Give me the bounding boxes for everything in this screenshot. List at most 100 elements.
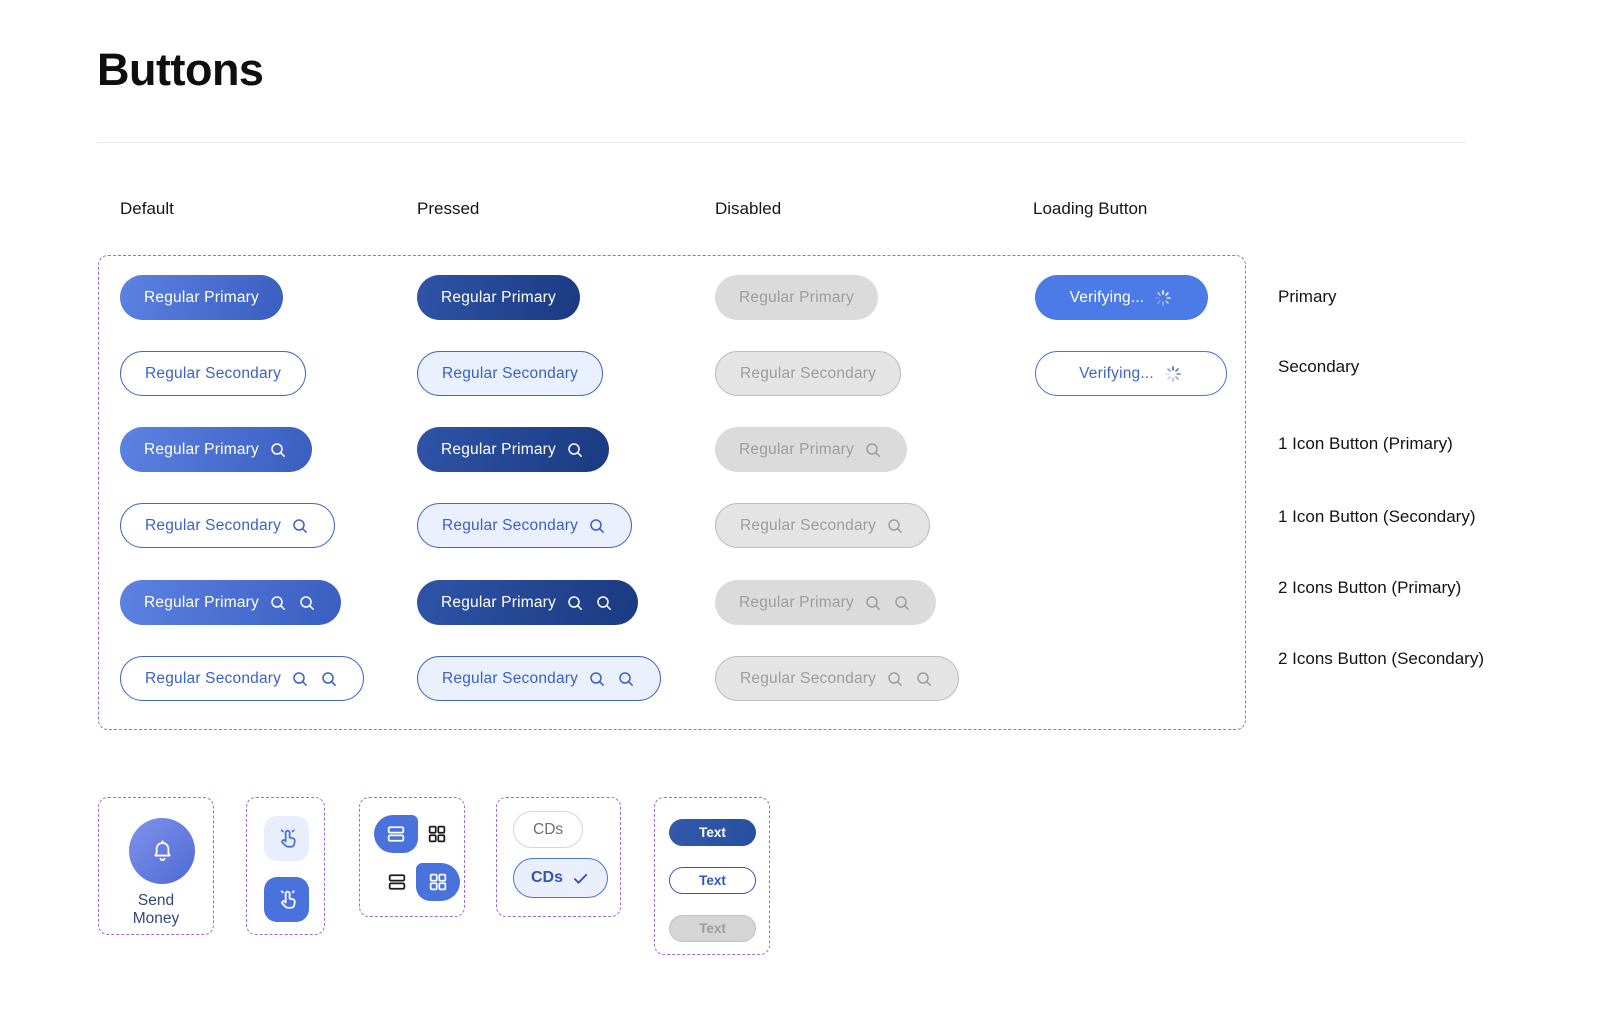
regular-secondary-disabled-button: Regular Secondary	[715, 351, 902, 396]
button-label: Regular Secondary	[442, 669, 579, 687]
regular-secondary-default-button[interactable]: Regular Secondary	[120, 351, 307, 396]
pill-label: Text	[699, 825, 726, 840]
regular-secondary-2icons-pressed-button[interactable]: Regular Secondary	[417, 656, 662, 701]
regular-secondary-1icon-disabled-button: Regular Secondary	[715, 503, 931, 548]
column-header-loading: Loading Button	[1033, 199, 1148, 218]
button-label: Regular Primary	[441, 288, 556, 306]
list-view-toggle-selected[interactable]	[374, 815, 418, 853]
button-label: Verifying...	[1079, 364, 1154, 382]
grid-view-icon	[427, 871, 449, 893]
button-label: Regular Primary	[441, 440, 556, 458]
send-money-annotation-frame: Send Money	[98, 797, 214, 935]
verifying-primary-loading-button[interactable]: Verifying...	[1035, 275, 1208, 320]
search-icon	[290, 516, 310, 536]
button-label: Regular Primary	[739, 288, 854, 306]
button-label: Regular Secondary	[145, 516, 282, 534]
page-title: Buttons	[97, 44, 264, 95]
button-label: Verifying...	[1069, 288, 1145, 306]
button-states-annotation-frame	[98, 255, 1246, 730]
pill-label: Text	[699, 873, 726, 888]
chips-annotation-frame: CDs CDs	[496, 797, 621, 917]
search-icon	[863, 440, 883, 460]
search-icon	[565, 440, 585, 460]
row-label-secondary: Secondary	[1278, 357, 1360, 376]
tap-buttons-annotation-frame	[246, 797, 325, 935]
check-icon	[571, 869, 590, 888]
send-money-label: Send Money	[132, 892, 180, 928]
regular-secondary-1icon-pressed-button[interactable]: Regular Secondary	[417, 503, 633, 548]
search-icon	[885, 669, 905, 689]
text-pill-primary-button[interactable]: Text	[669, 819, 756, 846]
grid-view-toggle-unselected[interactable]	[426, 823, 448, 845]
button-label: Regular Secondary	[442, 364, 579, 382]
button-label: Regular Primary	[144, 288, 259, 306]
cds-chip-unselected[interactable]: CDs	[513, 811, 584, 848]
button-label: Regular Primary	[739, 440, 854, 458]
chip-label: CDs	[531, 869, 564, 886]
view-toggle-annotation-frame	[359, 797, 465, 917]
regular-primary-pressed-button[interactable]: Regular Primary	[417, 275, 580, 320]
button-label: Regular Secondary	[740, 669, 877, 687]
regular-primary-default-button[interactable]: Regular Primary	[120, 275, 283, 320]
send-money-button[interactable]	[129, 818, 195, 884]
column-header-default: Default	[120, 199, 174, 218]
list-view-icon	[386, 871, 408, 893]
regular-primary-2icons-pressed-button[interactable]: Regular Primary	[417, 580, 638, 625]
button-label: Regular Primary	[144, 593, 259, 611]
search-icon	[616, 669, 636, 689]
regular-secondary-2icons-disabled-button: Regular Secondary	[715, 656, 960, 701]
column-header-disabled: Disabled	[715, 199, 782, 218]
list-view-icon	[385, 823, 407, 845]
search-icon	[914, 669, 934, 689]
regular-secondary-1icon-default-button[interactable]: Regular Secondary	[120, 503, 336, 548]
search-icon	[319, 669, 339, 689]
verifying-secondary-loading-button[interactable]: Verifying...	[1035, 351, 1227, 396]
button-label: Regular Secondary	[740, 516, 877, 534]
chip-label: CDs	[533, 820, 564, 838]
row-label-1icon-primary: 1 Icon Button (Primary)	[1278, 434, 1453, 453]
column-header-pressed: Pressed	[417, 199, 480, 218]
row-label-1icon-secondary: 1 Icon Button (Secondary)	[1278, 507, 1476, 526]
search-icon	[587, 669, 607, 689]
tap-icon	[274, 887, 299, 912]
text-pills-annotation-frame: Text Text Text	[654, 797, 770, 955]
button-label: Regular Primary	[144, 440, 259, 458]
tap-button-light[interactable]	[264, 816, 309, 861]
regular-secondary-pressed-button[interactable]: Regular Secondary	[417, 351, 604, 396]
search-icon	[587, 516, 607, 536]
regular-primary-1icon-default-button[interactable]: Regular Primary	[120, 427, 312, 472]
regular-secondary-2icons-default-button[interactable]: Regular Secondary	[120, 656, 365, 701]
pill-label: Text	[699, 921, 726, 936]
tap-button-solid[interactable]	[264, 877, 309, 922]
search-icon	[297, 593, 317, 613]
search-icon	[268, 593, 288, 613]
button-label: Regular Secondary	[145, 364, 282, 382]
regular-primary-2icons-default-button[interactable]: Regular Primary	[120, 580, 341, 625]
button-label: Regular Secondary	[442, 516, 579, 534]
search-icon	[892, 593, 912, 613]
list-view-toggle-unselected[interactable]	[386, 871, 408, 893]
divider	[97, 142, 1465, 143]
button-label: Regular Secondary	[145, 669, 282, 687]
regular-primary-disabled-button: Regular Primary	[715, 275, 878, 320]
search-icon	[885, 516, 905, 536]
text-pill-secondary-button[interactable]: Text	[669, 867, 756, 894]
regular-primary-2icons-disabled-button: Regular Primary	[715, 580, 936, 625]
regular-primary-1icon-pressed-button[interactable]: Regular Primary	[417, 427, 609, 472]
cds-chip-selected[interactable]: CDs	[513, 858, 609, 898]
row-label-2icons-secondary: 2 Icons Button (Secondary)	[1278, 649, 1485, 668]
grid-view-toggle-selected[interactable]	[416, 863, 460, 901]
regular-primary-1icon-disabled-button: Regular Primary	[715, 427, 907, 472]
bell-icon	[149, 838, 176, 865]
spinner-icon	[1153, 288, 1173, 308]
tap-icon	[274, 826, 299, 851]
search-icon	[594, 593, 614, 613]
text-pill-disabled-button: Text	[669, 915, 756, 942]
row-label-primary: Primary	[1278, 287, 1337, 306]
grid-view-icon	[426, 823, 448, 845]
button-label: Regular Primary	[739, 593, 854, 611]
button-label: Regular Secondary	[740, 364, 877, 382]
search-icon	[863, 593, 883, 613]
row-label-2icons-primary: 2 Icons Button (Primary)	[1278, 578, 1462, 597]
search-icon	[268, 440, 288, 460]
